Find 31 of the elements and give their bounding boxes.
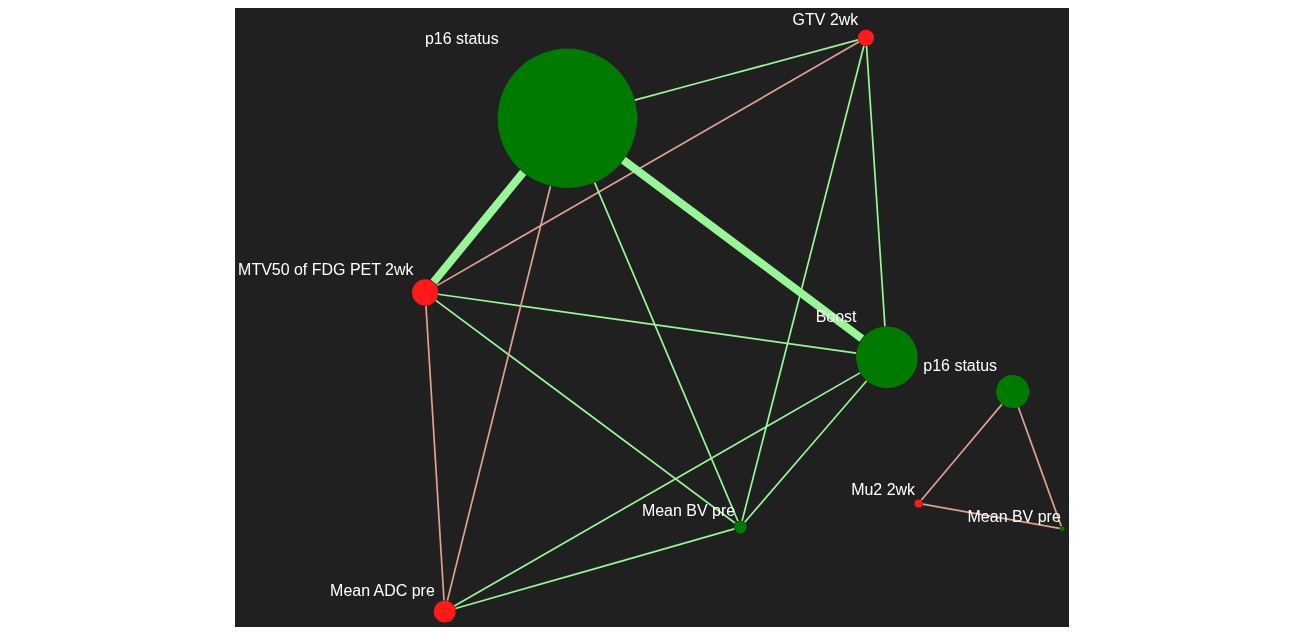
connector — [740, 44, 865, 522]
connector — [435, 40, 860, 287]
node-label: p16 status — [922, 356, 997, 374]
connector — [920, 403, 1003, 501]
node-circle — [733, 520, 747, 534]
connector — [454, 528, 735, 610]
connector — [446, 185, 551, 602]
node-circle — [433, 600, 456, 623]
node-circle — [914, 499, 922, 508]
connector — [436, 293, 857, 354]
connector — [593, 181, 739, 522]
node-label: Mu2 2wk — [850, 481, 915, 499]
connector — [430, 169, 526, 285]
connector — [865, 45, 886, 328]
node-circle — [411, 279, 438, 306]
connector — [424, 304, 445, 602]
connector — [453, 372, 861, 607]
connector — [743, 379, 868, 524]
connector — [620, 156, 864, 342]
connector — [1017, 406, 1062, 528]
node-circle — [857, 29, 874, 46]
node-label: p16 status — [424, 30, 499, 48]
node-circle — [855, 326, 918, 389]
connector — [434, 299, 736, 524]
node-label: GTV 2wk — [792, 11, 858, 29]
node-circle — [497, 48, 637, 188]
node-label: Mean ADC pre — [329, 582, 435, 600]
node-circle — [995, 375, 1029, 409]
node-circle — [1059, 526, 1064, 532]
connector — [633, 39, 859, 101]
node-label: MTV50 of FDG PET 2wk — [237, 260, 413, 278]
